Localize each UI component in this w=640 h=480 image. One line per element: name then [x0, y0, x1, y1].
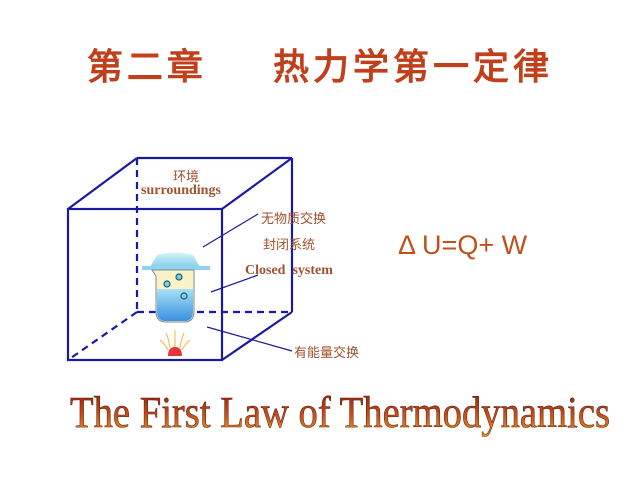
no-matter-exchange-label: 无物质交换: [261, 212, 327, 227]
subtitle: The First Law of Thermodynamics: [60, 385, 620, 449]
energy-exchange-label: 有能量交换: [294, 346, 360, 361]
first-law-equation: Δ U=Q+ W: [398, 230, 528, 260]
leader-lines: [202, 213, 293, 352]
surroundings-label-cn: 环境: [173, 170, 200, 185]
surroundings-label-en: surroundings: [141, 183, 221, 198]
cube-boundary-icon: [66, 156, 294, 362]
flame-icon: [159, 330, 191, 356]
closed-system-label-cn: 封闭系统: [263, 238, 316, 253]
subtitle-text: The First Law of Thermodynamics: [70, 388, 610, 437]
page-title: 第二章 热力学第一定律: [86, 46, 554, 88]
closed-system-label-en: Closed system: [245, 263, 333, 278]
beaker-icon: [142, 252, 210, 323]
